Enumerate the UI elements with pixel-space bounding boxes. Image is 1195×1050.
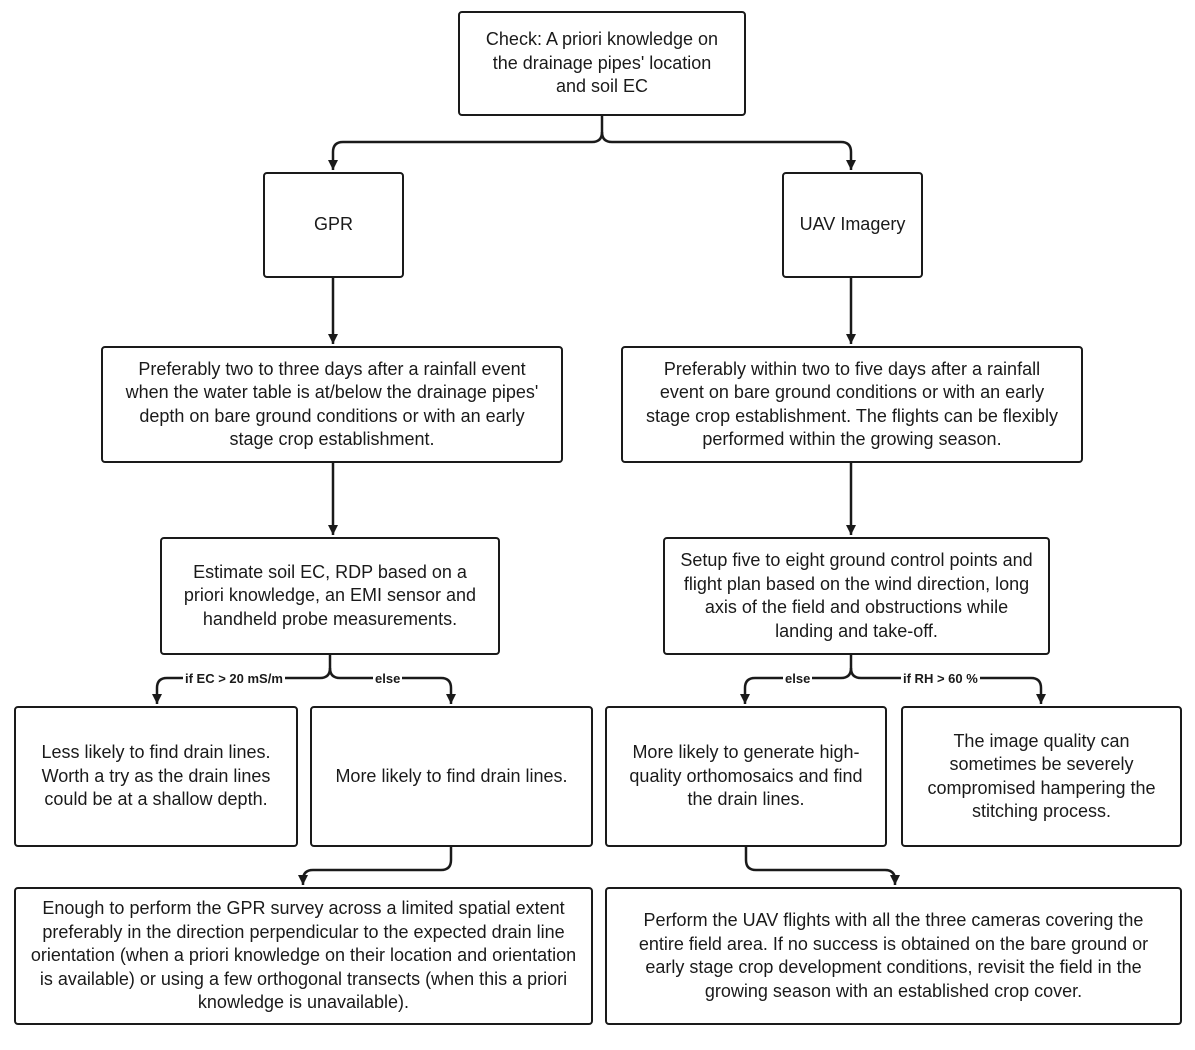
uav-quality-node: The image quality can sometimes be sever… — [901, 706, 1182, 847]
edge-label-gpr-if-ec: if EC > 20 mS/m — [183, 671, 285, 686]
uav-timing-node: Preferably within two to five days after… — [621, 346, 1083, 463]
edge-label-gpr-else: else — [373, 671, 403, 686]
gpr-node: GPR — [263, 172, 404, 278]
connector-more-likely-to-survey — [298, 847, 453, 885]
check-node: Check: A priori knowledge on the drainag… — [458, 11, 746, 116]
gpr-survey-node: Enough to perform the GPR survey across … — [14, 887, 593, 1025]
uav-imagery-node: UAV Imagery — [782, 172, 923, 278]
gpr-more-likely-node: More likely to find drain lines. — [310, 706, 593, 847]
connector-setup-to-quality — [849, 667, 1046, 704]
edge-label-uav-if-rh: if RH > 60 % — [901, 671, 980, 686]
uav-more-likely-node: More likely to generate high-quality ort… — [605, 706, 887, 847]
connector-check-to-gpr — [328, 115, 604, 170]
gpr-estimate-node: Estimate soil EC, RDP based on a priori … — [160, 537, 500, 655]
connector-uav-more-likely-to-flights — [744, 847, 900, 885]
connector-check-to-uav — [600, 131, 856, 170]
edge-label-uav-else: else — [783, 671, 813, 686]
uav-setup-node: Setup five to eight ground control point… — [663, 537, 1050, 655]
gpr-less-likely-node: Less likely to find drain lines. Worth a… — [14, 706, 298, 847]
gpr-timing-node: Preferably two to three days after a rai… — [101, 346, 563, 463]
connector-estimate-to-more-likely — [328, 667, 456, 704]
uav-flights-node: Perform the UAV flights with all the thr… — [605, 887, 1182, 1025]
